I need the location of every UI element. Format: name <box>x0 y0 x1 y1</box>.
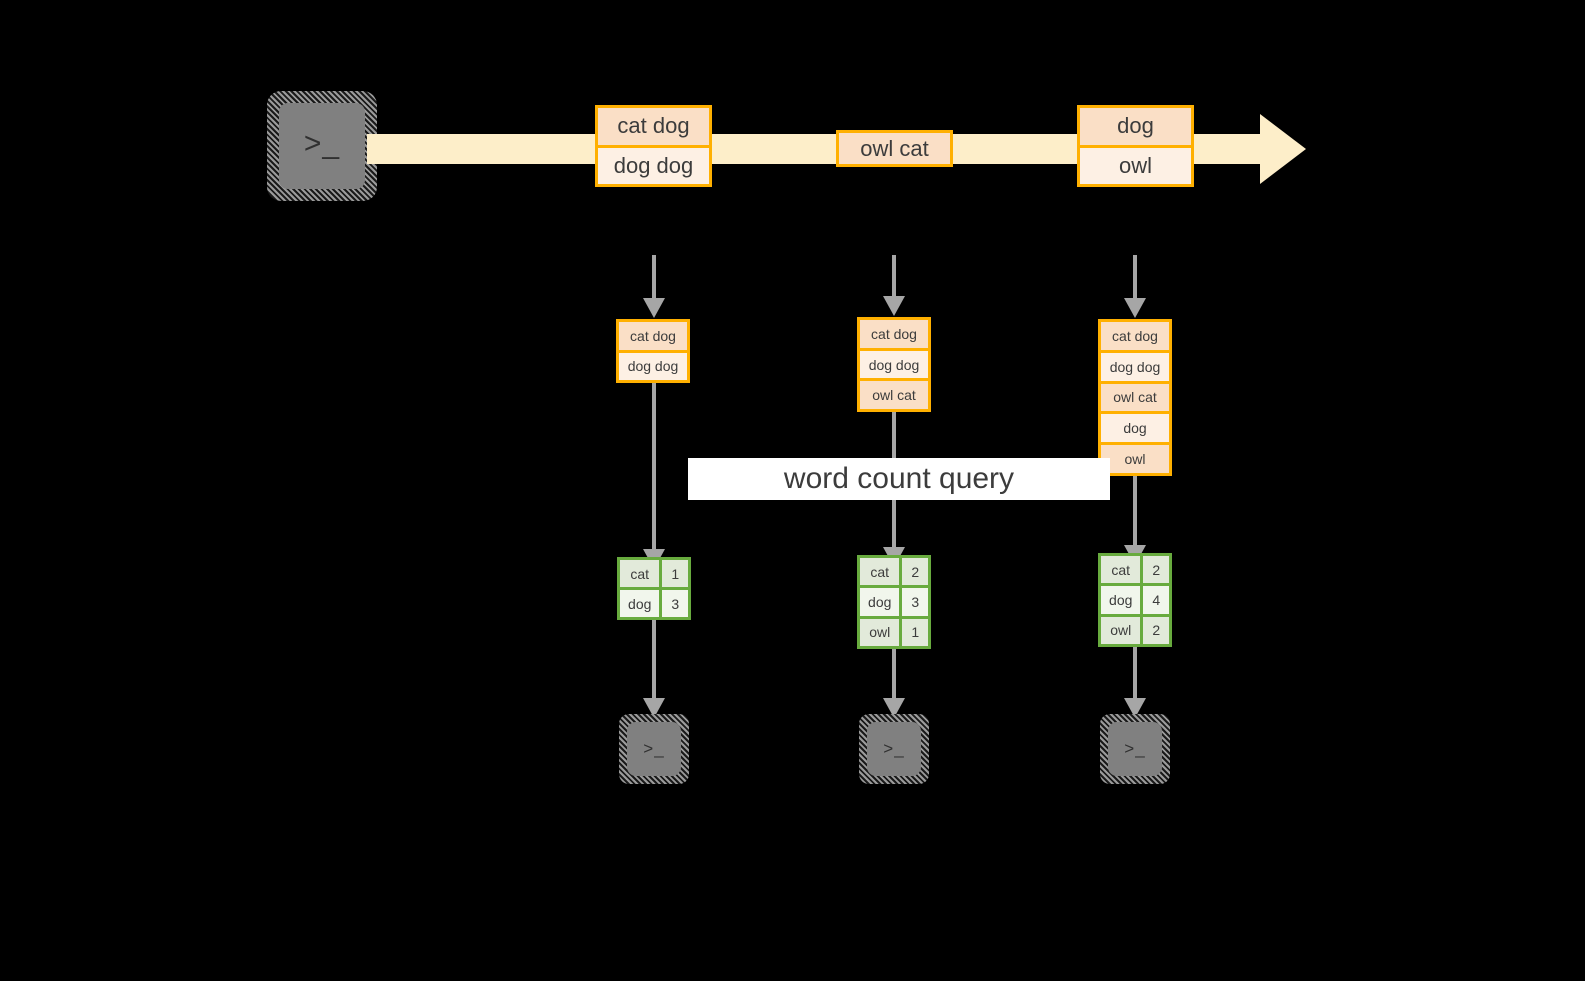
terminal-prompt: >_ <box>883 738 905 758</box>
terminal-prompt: >_ <box>643 738 665 758</box>
stream-record-1: cat dog dog dog <box>595 105 712 187</box>
snapshot-2-result-table: cat 2 dog 3 owl 1 <box>857 555 931 649</box>
snapshot-input-line: dog dog <box>860 347 928 379</box>
source-terminal-prompt: >_ <box>303 127 341 161</box>
table-row: cat 2 <box>1101 556 1169 584</box>
snapshot-3-feed-arrowhead <box>1124 298 1146 318</box>
query-label: word count query <box>783 462 1015 495</box>
stream-record-line: owl cat <box>839 133 950 164</box>
stream-record-2: owl cat <box>836 130 953 167</box>
snapshot-input-line: dog dog <box>619 349 687 380</box>
snapshot-3-sink-line <box>1133 647 1137 698</box>
terminal-body: >_ <box>627 722 681 776</box>
snapshot-3-sink-terminal-icon: >_ <box>1100 714 1170 784</box>
terminal-prompt: >_ <box>1124 738 1146 758</box>
snapshot-input-line: cat dog <box>860 320 928 348</box>
stream-record-line: dog dog <box>598 144 709 184</box>
snapshot-1-feed-arrowhead <box>643 298 665 318</box>
table-cell-count: 2 <box>899 558 928 586</box>
snapshot-2-input-stack: cat dog dog dog owl cat <box>857 317 931 412</box>
snapshot-input-line: owl <box>1101 442 1169 473</box>
snapshot-1-feed-line <box>652 255 656 298</box>
snapshot-1-input-stack: cat dog dog dog <box>616 319 690 383</box>
snapshot-3-result-table: cat 2 dog 4 owl 2 <box>1098 553 1172 647</box>
table-cell-count: 4 <box>1140 586 1169 614</box>
query-label-band: word count query <box>688 458 1110 500</box>
table-cell-count: 1 <box>899 618 928 646</box>
stream-record-line: dog <box>1080 108 1191 145</box>
snapshot-2-sink-arrowhead <box>883 698 905 718</box>
snapshot-2-feed-arrowhead <box>883 296 905 316</box>
snapshot-2-sink-line <box>892 649 896 698</box>
snapshot-1-result-table: cat 1 dog 3 <box>617 557 691 620</box>
table-row: owl 2 <box>1101 613 1169 644</box>
table-cell-word: owl <box>1101 616 1141 644</box>
stream-arrow-head <box>1260 114 1309 184</box>
source-terminal-body: >_ <box>279 103 365 189</box>
terminal-body: >_ <box>867 722 921 776</box>
snapshot-3-feed-line <box>1133 255 1137 298</box>
table-row: cat 1 <box>620 560 688 587</box>
table-cell-count: 3 <box>899 588 928 616</box>
table-cell-word: cat <box>860 558 900 586</box>
table-cell-word: dog <box>860 588 900 616</box>
snapshot-input-line: owl cat <box>1101 380 1169 412</box>
table-row: owl 1 <box>860 615 928 646</box>
stream-record-3: dog owl <box>1077 105 1194 187</box>
snapshot-2-sink-terminal-icon: >_ <box>859 714 929 784</box>
snapshot-input-line: dog dog <box>1101 349 1169 381</box>
table-row: dog 3 <box>860 585 928 616</box>
snapshot-1-sink-arrowhead <box>643 698 665 718</box>
table-cell-word: dog <box>620 590 660 617</box>
snapshot-1-query-line <box>652 383 656 549</box>
stream-record-line: owl <box>1080 144 1191 184</box>
table-cell-word: owl <box>860 618 900 646</box>
snapshot-input-line: dog <box>1101 411 1169 443</box>
snapshot-3-query-line <box>1133 476 1137 545</box>
snapshot-3-sink-arrowhead <box>1124 698 1146 718</box>
snapshot-input-line: cat dog <box>1101 322 1169 350</box>
snapshot-input-line: cat dog <box>619 322 687 350</box>
snapshot-2-feed-line <box>892 255 896 296</box>
table-cell-count: 2 <box>1140 556 1169 584</box>
snapshot-1-sink-terminal-icon: >_ <box>619 714 689 784</box>
table-cell-count: 1 <box>659 560 688 587</box>
table-cell-word: cat <box>1101 556 1141 584</box>
table-row: dog 4 <box>1101 583 1169 614</box>
terminal-body: >_ <box>1108 722 1162 776</box>
snapshot-1-sink-line <box>652 620 656 698</box>
table-row: dog 3 <box>620 587 688 617</box>
table-cell-word: dog <box>1101 586 1141 614</box>
snapshot-input-line: owl cat <box>860 378 928 410</box>
table-row: cat 2 <box>860 558 928 586</box>
stream-record-line: cat dog <box>598 108 709 145</box>
table-cell-word: cat <box>620 560 660 587</box>
table-cell-count: 3 <box>659 590 688 617</box>
table-cell-count: 2 <box>1140 616 1169 644</box>
snapshot-3-input-stack: cat dog dog dog owl cat dog owl <box>1098 319 1172 476</box>
source-terminal-icon: >_ <box>267 91 377 201</box>
